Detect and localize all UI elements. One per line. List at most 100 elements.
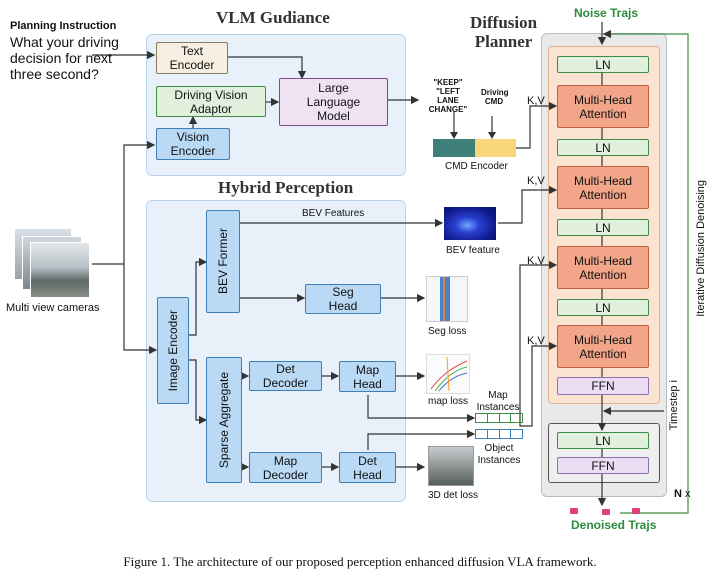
map-loss-image: [426, 354, 470, 394]
denoised-trajs-label: Denoised Trajs: [571, 518, 657, 532]
mha-2-line1: Multi-Head: [573, 173, 633, 188]
iterative-denoising-label: Iterative Diffusion Denoising: [695, 180, 707, 317]
cameras-label: Multi view cameras: [6, 302, 100, 314]
object-instances-line2: Instances: [477, 455, 521, 466]
vlm-guidance-title: VLM Gudiance: [216, 8, 330, 27]
n-repeat-x: x: [685, 488, 691, 500]
map-decoder-line1: Map: [273, 453, 298, 468]
map-token: [511, 413, 523, 423]
mha-3-line1: Multi-Head: [573, 253, 633, 268]
seg-head-line1: Seg: [332, 285, 354, 299]
vision-encoder-line2: Encoder: [170, 144, 216, 158]
sparse-aggregate-label: Sparse Aggregate: [217, 371, 231, 469]
diffusion-planner-title: Diffusion Planner: [470, 13, 537, 51]
text-encoder-line2: Encoder: [169, 58, 215, 72]
figure-caption: Figure 1. The architecture of our propos…: [123, 554, 597, 569]
map-head-line1: Map: [355, 362, 380, 377]
mha-4-line1: Multi-Head: [573, 332, 633, 347]
llm-line2: Language: [306, 95, 361, 109]
det-loss-label: 3D det loss: [428, 490, 479, 501]
mha-1-line2: Attention: [579, 106, 627, 121]
driving-vision-adaptor: Driving Vision Adaptor: [156, 86, 266, 117]
text-encoder-line1: Text: [180, 44, 203, 58]
cmd-keep-label: "KEEP" "LEFT LANE CHANGE": [422, 78, 474, 114]
kv-label-4: K,V: [527, 335, 545, 347]
ln-block-3: LN: [557, 219, 649, 236]
driving-cmd-label: Driving CMD: [481, 88, 509, 106]
det-head-line1: Det: [358, 453, 377, 468]
bev-feature-image: [444, 207, 496, 240]
mha-1-line1: Multi-Head: [573, 92, 633, 107]
seg-head-line2: Head: [328, 299, 358, 313]
kv-label-1: K,V: [527, 95, 545, 107]
mha-block-2: Multi-Head Attention: [557, 166, 649, 209]
seg-loss-image: [426, 276, 468, 322]
map-loss-label: map loss: [428, 396, 469, 407]
sparse-aggregate: Sparse Aggregate: [206, 357, 242, 483]
map-loss-lines: [430, 356, 468, 392]
map-token: [499, 413, 512, 423]
object-instances-label: Object Instances: [476, 443, 522, 467]
ln-block-1: LN: [557, 56, 649, 73]
planning-text-line2: decision for next: [10, 50, 112, 66]
det-loss-image: [428, 446, 474, 486]
llm-line1: Large: [318, 81, 349, 95]
cmd-arrows: [450, 112, 496, 139]
planning-text-line3: three second?: [10, 66, 99, 82]
ffn-block-final: FFN: [557, 457, 649, 474]
timestep-label: Timestep i: [668, 380, 680, 431]
cmd-encoder-label: CMD Encoder: [445, 161, 508, 172]
seg-head: Seg Head: [305, 284, 381, 314]
cmd-encoder-bar-yellow: [475, 139, 516, 157]
object-instances-line1: Object: [484, 443, 514, 454]
denoised-trajectory-icons: [566, 505, 646, 517]
hybrid-perception-title: Hybrid Perception: [218, 178, 354, 197]
mha-block-3: Multi-Head Attention: [557, 246, 649, 289]
mha-4-line2: Attention: [579, 346, 627, 361]
map-decoder-line2: Decoder: [262, 467, 309, 482]
trajectory-cars-icon: [570, 508, 640, 515]
kv-label-2: K,V: [527, 175, 545, 187]
det-decoder: Det Decoder: [249, 361, 322, 391]
camera-image-front: [30, 242, 90, 298]
hybrid-perception-panel: [146, 200, 406, 502]
map-instances-label: Map Instances: [476, 390, 520, 414]
noise-trajs-label: Noise Trajs: [574, 6, 639, 20]
diffusion-title-line1: Diffusion: [470, 13, 538, 32]
det-head: Det Head: [339, 452, 396, 483]
planning-text-line1: What your driving: [10, 34, 119, 50]
n-repeat-label: N x: [674, 488, 691, 500]
mha-block-4: Multi-Head Attention: [557, 325, 649, 368]
ffn-block-1: FFN: [557, 377, 649, 395]
map-instances-line2: Instances: [476, 402, 520, 413]
keep-line4: CHANGE": [428, 105, 468, 114]
map-token: [487, 413, 500, 423]
map-token: [475, 413, 488, 423]
seg-lane-strip: [440, 277, 450, 321]
mha-block-1: Multi-Head Attention: [557, 85, 649, 128]
object-token: [475, 429, 488, 439]
seg-loss-label: Seg loss: [428, 326, 467, 337]
planning-heading: Planning Instruction: [10, 20, 117, 32]
vision-encoder: Vision Encoder: [156, 128, 230, 160]
ln-block-2: LN: [557, 139, 649, 156]
keep-line1: "KEEP": [433, 78, 463, 87]
mha-3-line2: Attention: [579, 267, 627, 282]
object-instances-tokens: [475, 429, 523, 439]
keep-line2: "LEFT: [436, 87, 460, 96]
adaptor-line1: Driving Vision: [174, 87, 248, 102]
det-decoder-line2: Decoder: [262, 376, 309, 390]
keep-line3: LANE: [437, 96, 459, 105]
ln-block-final: LN: [557, 432, 649, 449]
bev-features-label: BEV Features: [302, 208, 365, 219]
llm-line3: Model: [317, 109, 350, 123]
ln-block-4: LN: [557, 299, 649, 316]
map-head-line2: Head: [353, 376, 382, 391]
vision-encoder-line1: Vision: [176, 130, 210, 144]
det-decoder-line1: Det: [276, 362, 295, 376]
mha-2-line2: Attention: [579, 187, 627, 202]
map-instances-line1: Map: [488, 390, 508, 401]
det-head-line2: Head: [353, 467, 382, 482]
bev-former-label: BEV Former: [216, 228, 230, 295]
driving-cmd-line1: Driving: [481, 88, 509, 97]
